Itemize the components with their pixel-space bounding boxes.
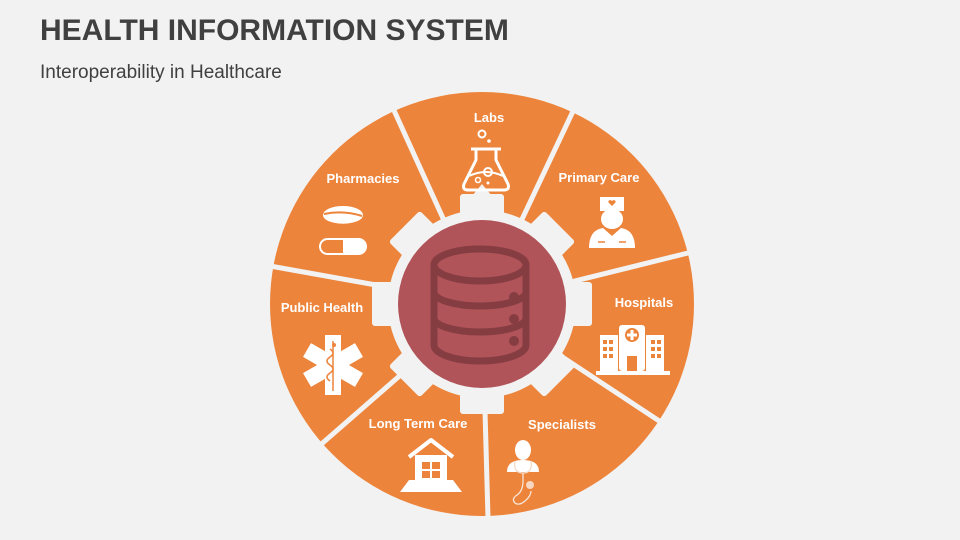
hospital-building-icon <box>596 325 670 375</box>
segment-pharmacies: Pharmacies <box>319 171 400 255</box>
segment-public-health: Public Health <box>281 300 363 395</box>
segment-long-term-care: Long Term Care <box>369 416 468 492</box>
house-icon <box>400 438 462 492</box>
segment-primary-care: Primary Care <box>559 170 640 248</box>
segment-label-public-health: Public Health <box>281 300 363 315</box>
segment-label-hospitals: Hospitals <box>615 295 674 310</box>
doctor-stethoscope-icon <box>507 440 539 505</box>
segment-labs: Labs <box>462 110 510 192</box>
segment-label-long-term-care: Long Term Care <box>369 416 468 431</box>
database-icon <box>430 245 530 365</box>
segment-label-labs: Labs <box>474 110 504 125</box>
segment-label-pharmacies: Pharmacies <box>327 171 400 186</box>
nurse-icon <box>589 197 635 248</box>
segment-label-specialists: Specialists <box>528 417 596 432</box>
flask-icon <box>462 129 510 192</box>
star-of-life-icon <box>303 335 363 395</box>
database-indicator-dots <box>509 292 519 346</box>
segment-specialists: Specialists <box>507 417 596 505</box>
page-title: HEALTH INFORMATION SYSTEM <box>40 14 509 47</box>
page-subtitle: Interoperability in Healthcare <box>40 62 282 83</box>
segment-hospitals: Hospitals <box>596 295 673 375</box>
segment-label-primary-care: Primary Care <box>559 170 640 185</box>
pills-icon <box>319 206 367 255</box>
